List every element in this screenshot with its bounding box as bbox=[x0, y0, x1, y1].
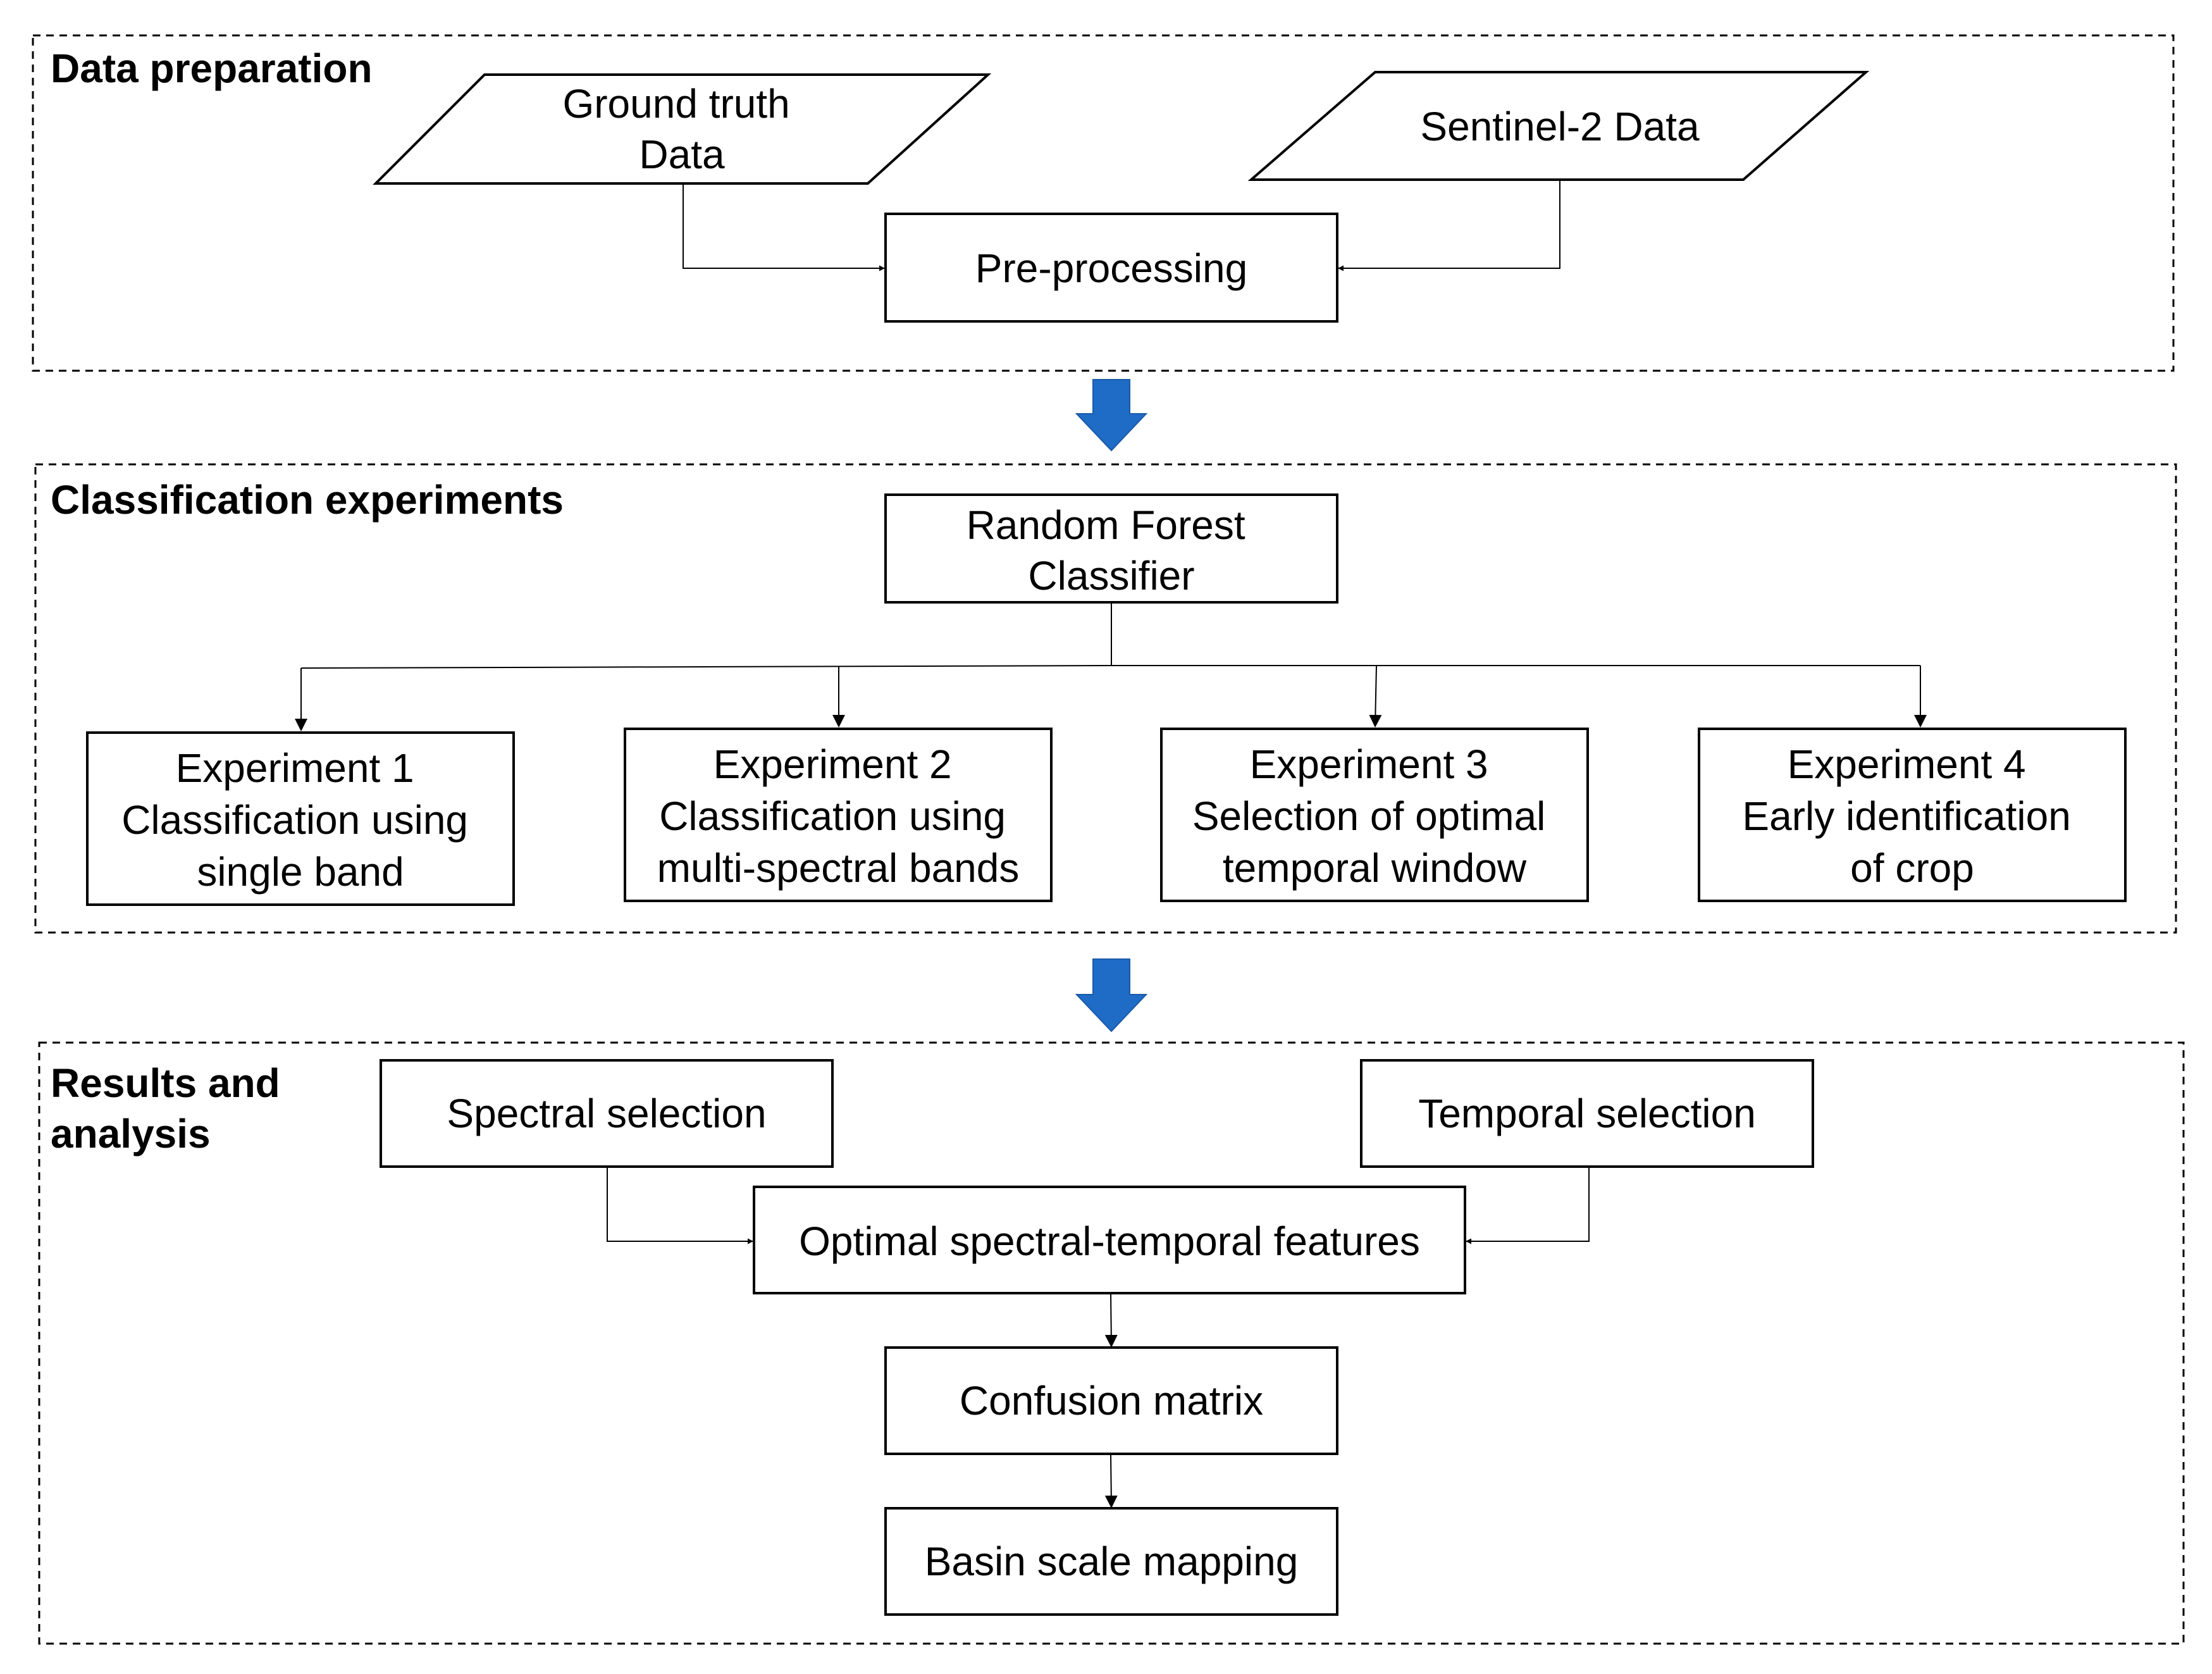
sentinel2-parallelogram bbox=[1247, 71, 1870, 181]
experiment2-line1: Experiment 2 bbox=[714, 741, 952, 787]
experiment1-line3: single band bbox=[197, 849, 404, 895]
ground-truth-line1: Ground truth bbox=[562, 81, 789, 127]
connector-sentinel2-to-preprocessing bbox=[1338, 180, 1560, 271]
experiment3-line3: temporal window bbox=[1223, 845, 1527, 891]
experiment1-line1: Experiment 1 bbox=[176, 745, 414, 791]
ground-truth-line2: Data bbox=[639, 132, 725, 177]
section-title-results-line2: analysis bbox=[51, 1111, 211, 1156]
connector-branch-left bbox=[300, 665, 1112, 669]
confusion-matrix-box bbox=[884, 1346, 1338, 1455]
experiment4-label: Experiment 4 Early identification of cro… bbox=[1742, 741, 2082, 891]
ground-truth-label: Ground truth Data bbox=[562, 81, 801, 177]
preprocessing-label: Pre-processing bbox=[975, 245, 1247, 291]
flow-arrow-down-1 bbox=[1075, 379, 1148, 452]
experiment4-line1: Experiment 4 bbox=[1788, 741, 2026, 787]
ground-truth-parallelogram bbox=[373, 73, 992, 185]
spectral-selection-line1: Spectral selection bbox=[447, 1091, 766, 1136]
experiment3-box bbox=[1160, 728, 1589, 902]
connector-temporal-to-optimal bbox=[1466, 1167, 1590, 1244]
panel-classification-experiments bbox=[34, 463, 2177, 934]
temporal-selection-line1: Temporal selection bbox=[1418, 1091, 1756, 1136]
experiment1-line2: Classification using bbox=[121, 797, 468, 843]
spectral-selection-label: Spectral selection bbox=[447, 1091, 766, 1136]
experiment3-line2: Selection of optimal bbox=[1192, 793, 1546, 839]
experiment1-label: Experiment 1 Classification using single… bbox=[121, 745, 479, 895]
random-forest-label: Random Forest Classifier bbox=[967, 502, 1257, 598]
experiment1-box bbox=[86, 731, 515, 906]
flow-arrow-down-2 bbox=[1075, 958, 1148, 1032]
panel-results-analysis bbox=[38, 1041, 2185, 1645]
basin-mapping-label: Basin scale mapping bbox=[925, 1539, 1299, 1584]
experiment2-line2: Classification using bbox=[659, 793, 1006, 839]
basin-mapping-line1: Basin scale mapping bbox=[925, 1539, 1299, 1584]
connector-ground-truth-to-preprocessing bbox=[683, 183, 885, 271]
preprocessing-box bbox=[884, 213, 1338, 323]
section-title-results-analysis: Results and analysis bbox=[51, 1060, 292, 1156]
spectral-selection-box bbox=[380, 1059, 834, 1168]
sentinel2-label: Sentinel-2 Data bbox=[1420, 104, 1700, 149]
experiment2-label: Experiment 2 Classification using multi-… bbox=[657, 741, 1020, 891]
experiment3-line1: Experiment 3 bbox=[1250, 741, 1488, 787]
experiment2-box bbox=[624, 728, 1053, 902]
experiment4-box bbox=[1698, 728, 2127, 902]
panel-data-preparation bbox=[32, 34, 2175, 372]
random-forest-line1: Random Forest bbox=[967, 502, 1245, 548]
section-title-classification-experiments: Classification experiments bbox=[51, 477, 564, 523]
experiment3-label: Experiment 3 Selection of optimal tempor… bbox=[1192, 741, 1557, 891]
experiment4-line2: Early identification bbox=[1742, 793, 2070, 839]
connector-to-experiment3 bbox=[1369, 665, 1382, 728]
sentinel2-line1: Sentinel-2 Data bbox=[1420, 104, 1700, 149]
basin-mapping-box bbox=[884, 1507, 1338, 1616]
optimal-features-label: Optimal spectral-temporal features bbox=[799, 1218, 1420, 1264]
confusion-matrix-label: Confusion matrix bbox=[960, 1378, 1263, 1423]
section-title-data-preparation: Data preparation bbox=[51, 46, 373, 91]
optimal-features-line1: Optimal spectral-temporal features bbox=[799, 1218, 1420, 1264]
temporal-selection-label: Temporal selection bbox=[1418, 1091, 1756, 1136]
random-forest-line2: Classifier bbox=[1028, 553, 1194, 598]
confusion-matrix-line1: Confusion matrix bbox=[960, 1378, 1263, 1423]
connector-spectral-to-optimal bbox=[607, 1167, 753, 1244]
section-title-results-line1: Results and bbox=[51, 1060, 280, 1106]
temporal-selection-box bbox=[1360, 1059, 1814, 1168]
optimal-features-box bbox=[753, 1186, 1466, 1294]
preprocessing-line1: Pre-processing bbox=[975, 245, 1247, 291]
experiment4-line3: of crop bbox=[1850, 845, 1974, 891]
experiment2-line3: multi-spectral bands bbox=[657, 845, 1020, 891]
